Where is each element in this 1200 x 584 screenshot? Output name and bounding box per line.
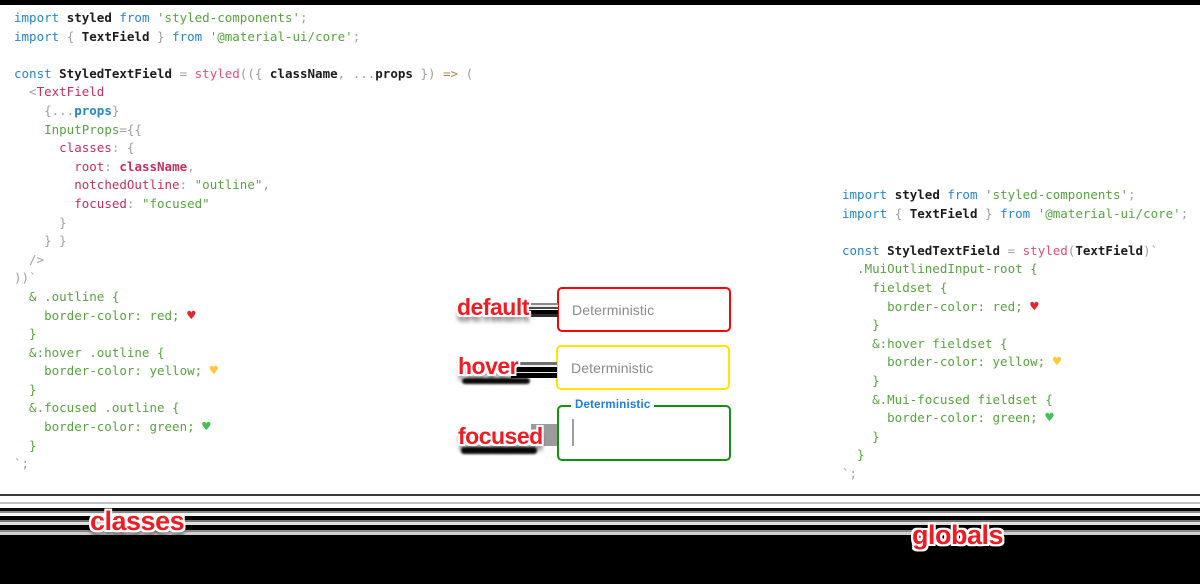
globals-section-label: globals xyxy=(912,520,1004,550)
focused-underline-streak xyxy=(461,447,537,454)
classes-section-label: classes xyxy=(90,506,185,536)
textfield-default-state[interactable]: Deterministic xyxy=(557,287,731,332)
bottom-marker-band xyxy=(0,494,1200,584)
default-state-label: default xyxy=(457,294,529,320)
top-marker-band xyxy=(0,0,1200,5)
textfield-placeholder: Deterministic xyxy=(572,301,655,318)
textfield-focused-state[interactable]: Deterministic xyxy=(557,399,731,461)
focused-state-label: focused xyxy=(458,423,543,449)
hover-state-label: hover xyxy=(458,353,519,379)
default-connector-streak xyxy=(524,303,558,317)
textfield-placeholder: Deterministic xyxy=(571,359,654,376)
textfield-hover-state[interactable]: Deterministic xyxy=(556,345,730,390)
textfield-floating-label: Deterministic xyxy=(571,399,655,411)
text-cursor-caret xyxy=(572,419,574,446)
hover-underline-streak xyxy=(462,378,530,384)
code-block-globals: import styled from 'styled-components';i… xyxy=(842,187,1189,481)
code-block-classes: import styled from 'styled-components';i… xyxy=(14,10,474,472)
hover-connector-streak xyxy=(511,362,557,378)
focused-connector-block xyxy=(531,424,557,446)
